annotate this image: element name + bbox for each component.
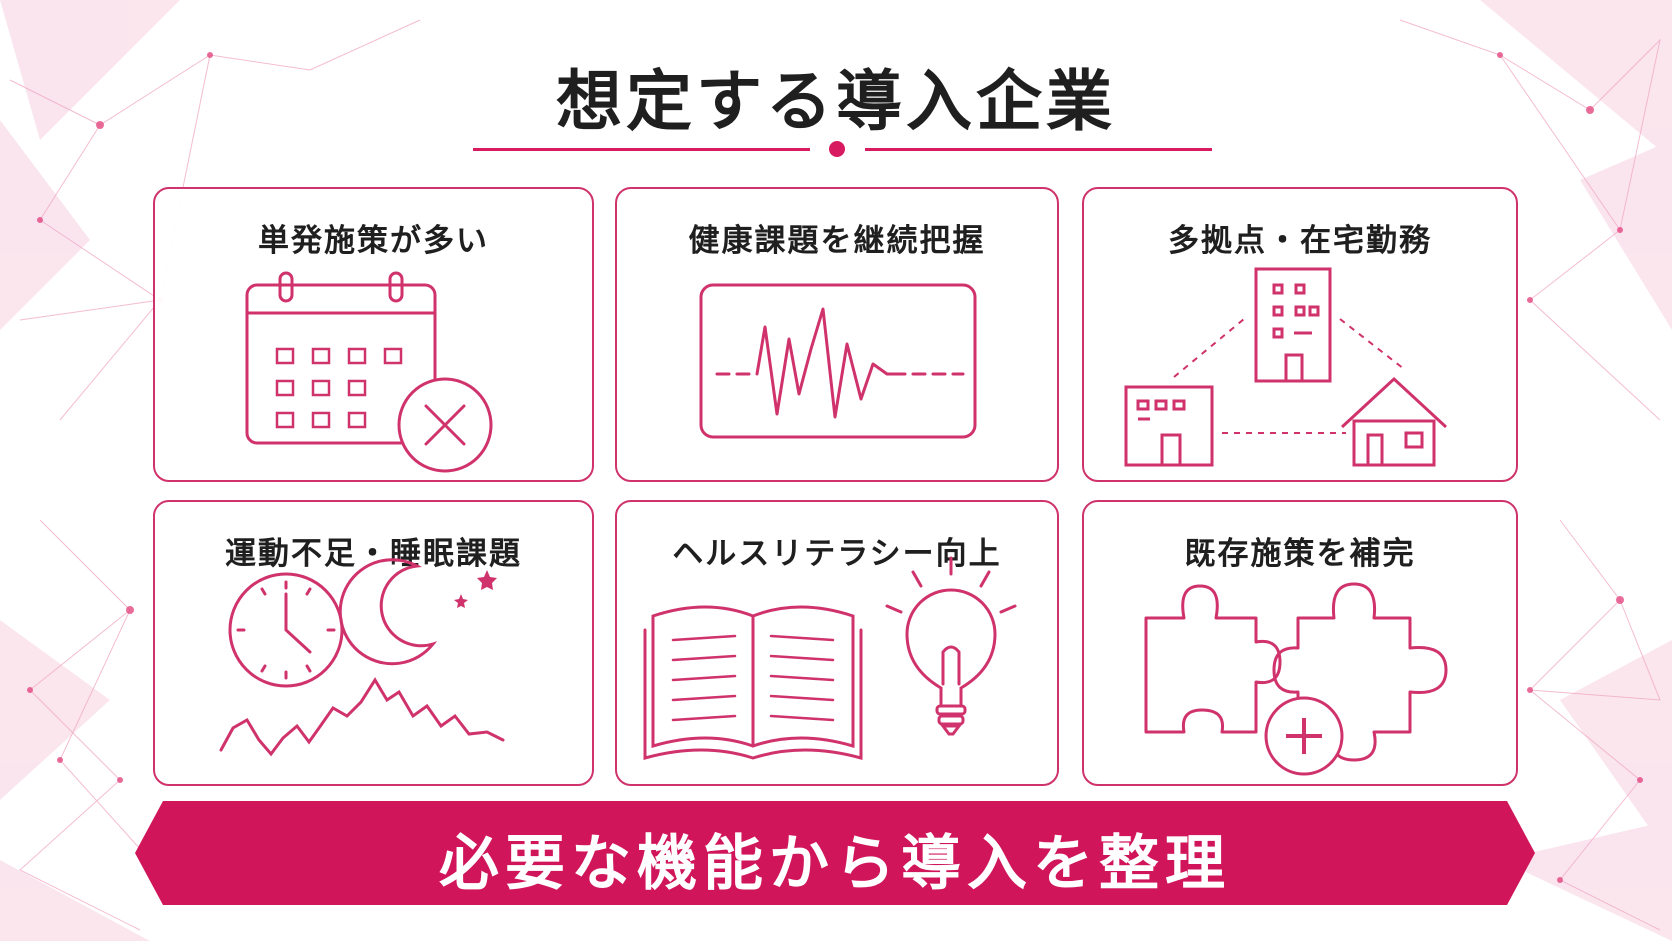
card-single-measures: 単発施策が多い <box>153 187 594 482</box>
card-title: 単発施策が多い <box>258 223 489 259</box>
page-title: 想定する導入企業 <box>556 63 1116 140</box>
summary-banner: 必要な機能から導入を整理 <box>135 801 1535 905</box>
card-title: 運動不足・睡眠課題 <box>225 536 522 572</box>
title-divider-right <box>865 148 1212 151</box>
heartbeat-monitor-icon <box>699 283 977 439</box>
card-title: ヘルスリテラシー向上 <box>672 536 1002 572</box>
book-lightbulb-icon <box>643 556 1017 760</box>
card-exercise-sleep: 運動不足・睡眠課題 <box>153 500 594 786</box>
banner-label: 必要な機能から導入を整理 <box>439 829 1231 899</box>
calendar-x-icon <box>245 271 493 473</box>
banner-background <box>135 801 1535 905</box>
puzzle-plus-icon <box>1144 582 1448 776</box>
card-supplement-existing: 既存施策を補完 <box>1082 500 1518 786</box>
card-title: 多拠点・在宅勤務 <box>1168 223 1432 259</box>
card-multi-site-remote: 多拠点・在宅勤務 <box>1082 187 1518 482</box>
card-health-literacy: ヘルスリテラシー向上 <box>615 500 1059 786</box>
title-divider-dot <box>829 141 845 157</box>
card-continuous-health: 健康課題を継続把握 <box>615 187 1059 482</box>
card-title: 既存施策を補完 <box>1184 536 1416 572</box>
card-title: 健康課題を継続把握 <box>688 223 986 259</box>
offices-and-home-icon <box>1124 267 1448 467</box>
title-divider-left <box>473 148 810 151</box>
clock-moon-icon <box>219 558 505 757</box>
